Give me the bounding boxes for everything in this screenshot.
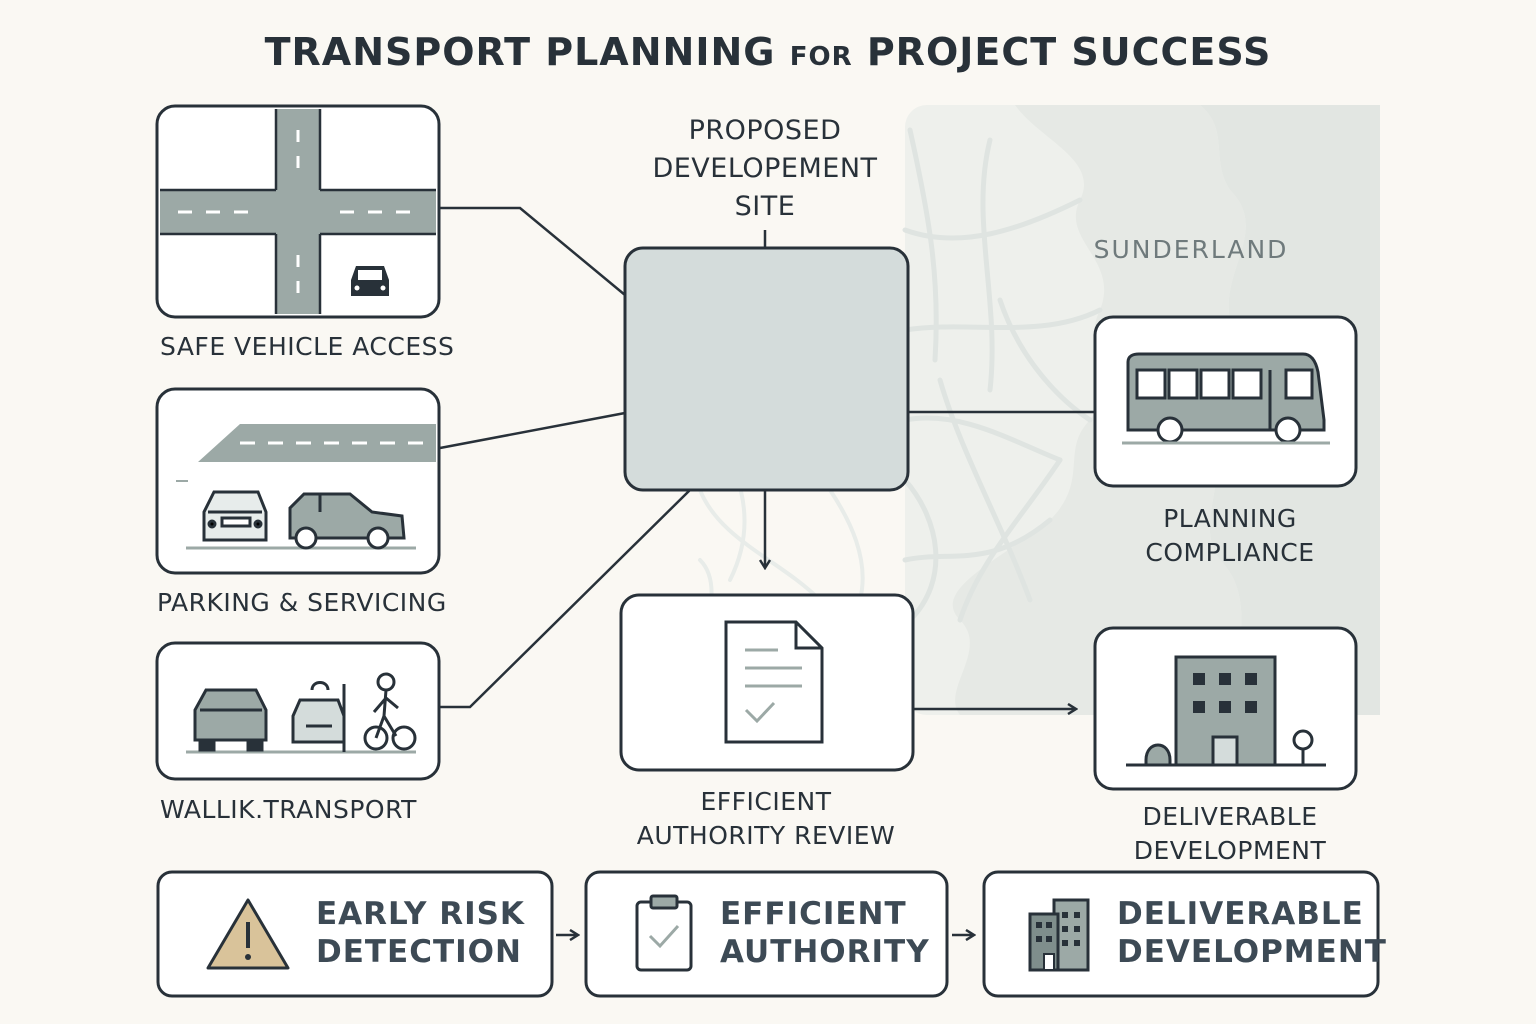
deliverable-line-2: DEVELOPMENT (1133, 836, 1327, 865)
proposed-site-box (623, 246, 910, 492)
connector-walk-transport (440, 489, 691, 709)
bottom-step-3-box (982, 870, 1380, 998)
step-3-text: DELIVERABLE DEVELOPMENT (1117, 895, 1387, 971)
crossroad-car-icon (155, 104, 441, 319)
bottom-step-2-box (584, 870, 949, 998)
connector-parking (439, 411, 626, 450)
walk-transport-icon (155, 641, 441, 781)
site-label-line-2: DEVELOPEMENT (652, 153, 878, 184)
parking-cars-icon (155, 387, 441, 575)
building-small-icon (1028, 898, 1090, 972)
document-check-icon (619, 593, 915, 772)
title-part-3: PROJECT SUCCESS (866, 30, 1272, 74)
panel-label-safe-vehicle-access: SAFE VEHICLE ACCESS (160, 332, 455, 361)
site-label: PROPOSED DEVELOPEMENT SITE (610, 112, 920, 226)
title-part-1: TRANSPORT PLANNING (264, 30, 776, 74)
step-3-line-1: DELIVERABLE (1117, 896, 1364, 932)
map-place-label: SUNDERLAND (1093, 235, 1289, 264)
page-title: TRANSPORT PLANNING FOR PROJECT SUCCESS (0, 30, 1536, 74)
step-3-line-2: DEVELOPMENT (1117, 934, 1387, 970)
step-2-line-1: EFFICIENT (720, 896, 907, 932)
review-line-2: AUTHORITY REVIEW (636, 821, 896, 850)
building-icon (1093, 626, 1358, 791)
step-2-text: EFFICIENT AUTHORITY (720, 895, 930, 971)
site-label-line-3: SITE (734, 191, 796, 222)
bottom-step-1-box (156, 870, 554, 998)
planning-line-1: PLANNING (1163, 504, 1297, 533)
title-part-2: FOR (789, 42, 853, 72)
warning-icon (206, 898, 290, 970)
panel-label-walk-transport: WALLIK.TRANSPORT (160, 795, 417, 824)
step-1-text: EARLY RISK DETECTION (316, 895, 525, 971)
clipboard-check-icon (635, 894, 693, 972)
panel-label-deliverable-development: DELIVERABLE DEVELOPMENT (1095, 800, 1365, 868)
step-2-line-2: AUTHORITY (720, 934, 930, 970)
deliverable-line-1: DELIVERABLE (1142, 802, 1318, 831)
panel-label-efficient-review: EFFICIENT AUTHORITY REVIEW (605, 785, 927, 853)
connectors (439, 206, 1095, 935)
panel-label-planning-compliance: PLANNING COMPLIANCE (1095, 502, 1365, 570)
connector-safe-access (440, 206, 626, 296)
step-1-line-1: EARLY RISK (316, 896, 525, 932)
step-1-line-2: DETECTION (316, 934, 522, 970)
planning-line-2: COMPLIANCE (1145, 538, 1315, 567)
bus-icon (1093, 315, 1358, 488)
panel-label-parking-servicing: PARKING & SERVICING (157, 588, 447, 617)
review-line-1: EFFICIENT (700, 787, 832, 816)
site-label-line-1: PROPOSED (688, 115, 842, 146)
